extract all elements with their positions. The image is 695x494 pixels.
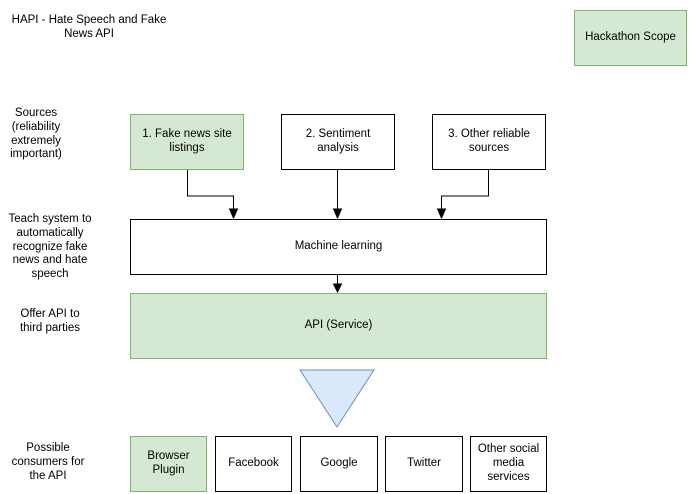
label-possible-consumers: Possible consumers for the API [11, 442, 85, 482]
diagram-title: HAPI - Hate Speech and Fake News API [11, 14, 167, 40]
node-label: Browser Plugin [147, 450, 190, 476]
label-offer-api: Offer API to third parties [19, 308, 81, 334]
arrowhead-source1 [228, 208, 239, 220]
node-machine-learning: Machine learning [130, 219, 547, 275]
node-twitter: Twitter [385, 436, 463, 492]
node-label: Google [320, 457, 358, 470]
node-other-social-media: Other social media services [470, 436, 547, 492]
arrow-source1-to-ml [187, 170, 234, 209]
node-label: 1. Fake news site listings [142, 128, 232, 154]
node-label: Twitter [407, 457, 441, 470]
hackathon-scope-box: Hackathon Scope [574, 10, 687, 66]
node-fake-news-site-listings: 1. Fake news site listings [130, 114, 244, 170]
label-teach-system: Teach system to automatically recognize … [8, 213, 92, 281]
node-google: Google [300, 436, 378, 492]
hackathon-scope-label: Hackathon Scope [585, 31, 676, 44]
node-facebook: Facebook [215, 436, 292, 492]
node-browser-plugin: Browser Plugin [130, 436, 207, 492]
arrowhead-source2 [332, 208, 343, 220]
arrow-source3-to-ml [441, 170, 489, 209]
label-sources: Sources (reliability extremely important… [10, 107, 62, 161]
arrowhead-ml-to-api [332, 283, 343, 294]
node-api-service: API (Service) [130, 293, 547, 359]
node-label: Machine learning [294, 240, 383, 253]
node-label: 3. Other reliable sources [448, 128, 530, 154]
node-label: Facebook [228, 457, 279, 470]
node-label: API (Service) [304, 319, 373, 332]
node-label: 2. Sentiment analysis [305, 128, 371, 154]
node-other-reliable-sources: 3. Other reliable sources [432, 114, 546, 170]
node-sentiment-analysis: 2. Sentiment analysis [281, 114, 395, 170]
funnel-triangle [299, 369, 375, 428]
node-label: Other social media services [477, 443, 540, 483]
arrowhead-source3 [436, 208, 447, 220]
